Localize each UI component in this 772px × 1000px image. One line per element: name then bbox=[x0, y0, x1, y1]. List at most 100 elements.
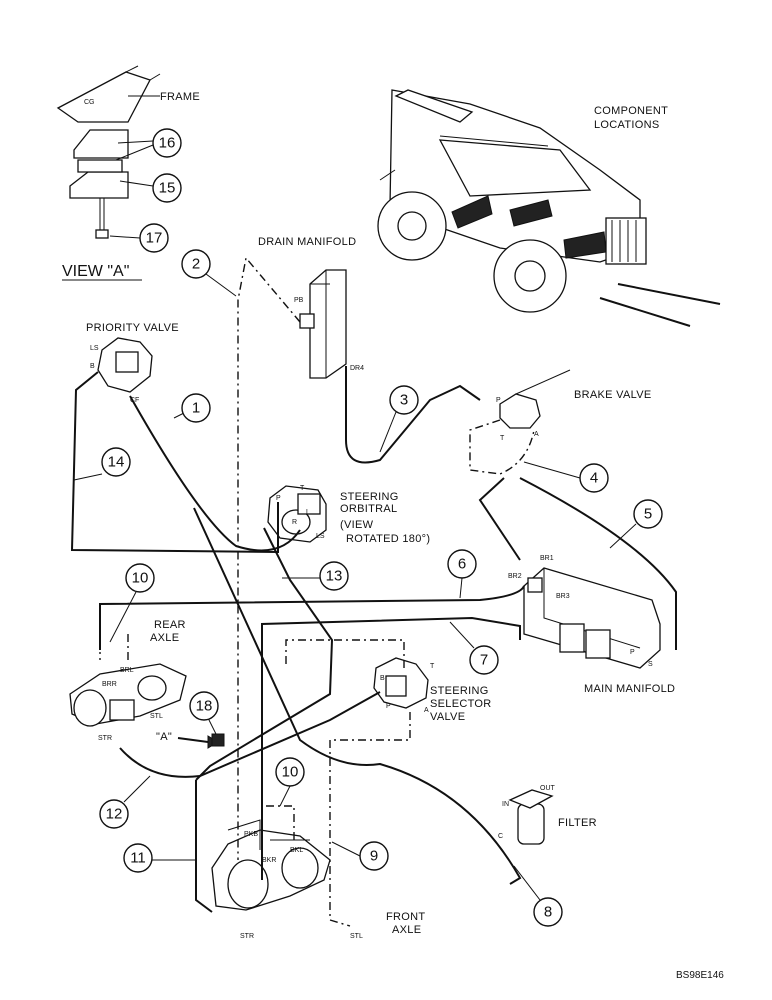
port-out: OUT bbox=[540, 785, 556, 792]
port-brl: BRL bbox=[120, 667, 134, 674]
port-p-selector: P bbox=[386, 703, 391, 710]
main-manifold-label: MAIN MANIFOLD bbox=[584, 683, 675, 695]
hose-12 bbox=[119, 691, 381, 778]
steering-selector-label-1: STEERING bbox=[430, 685, 489, 697]
hose-4 bbox=[469, 419, 535, 475]
frame-plate bbox=[56, 71, 151, 123]
callout-18: 18 bbox=[189, 691, 219, 735]
port-cf: CF bbox=[130, 397, 139, 404]
filter bbox=[508, 789, 554, 845]
svg-text:12: 12 bbox=[106, 806, 123, 823]
port-p-brake: P bbox=[496, 397, 501, 404]
callout-11: 11 bbox=[123, 843, 196, 873]
svg-text:3: 3 bbox=[400, 392, 408, 409]
svg-text:10: 10 bbox=[132, 570, 149, 587]
filter-label: FILTER bbox=[558, 817, 597, 829]
port-p-orbitral: P bbox=[276, 495, 281, 502]
hose-2 bbox=[237, 256, 301, 860]
steering-selector-valve bbox=[373, 657, 429, 709]
rear-axle-label-1: REAR bbox=[154, 619, 186, 631]
port-r-orbitral: R bbox=[292, 519, 297, 526]
callout-8: 8 bbox=[513, 865, 563, 927]
front-axle bbox=[211, 819, 331, 911]
port-in: IN bbox=[502, 801, 509, 808]
hose-6 bbox=[99, 585, 525, 650]
drain-manifold-label: DRAIN MANIFOLD bbox=[258, 236, 356, 248]
callout-3: 3 bbox=[379, 385, 419, 453]
port-str-rear: STR bbox=[98, 735, 112, 742]
port-pkb: PKB bbox=[244, 831, 258, 838]
port-s-main: S bbox=[648, 661, 653, 668]
brake-valve-label: BRAKE VALVE bbox=[574, 389, 651, 401]
hose-3 bbox=[345, 366, 481, 464]
frame-label: FRAME bbox=[160, 91, 200, 103]
hose-8 bbox=[193, 507, 522, 885]
component-locations-label-2: LOCATIONS bbox=[594, 119, 659, 131]
callout-2: 2 bbox=[181, 249, 237, 297]
port-cg: CG bbox=[84, 99, 95, 106]
rear-axle bbox=[69, 663, 187, 727]
port-pb: PB bbox=[294, 297, 304, 304]
svg-text:1: 1 bbox=[192, 400, 200, 417]
callout-9: 9 bbox=[331, 841, 389, 871]
callout-4: 4 bbox=[523, 461, 609, 493]
view-rotated-label-2: ROTATED 180°) bbox=[346, 533, 430, 545]
hoses bbox=[70, 256, 677, 927]
svg-text:18: 18 bbox=[196, 698, 213, 715]
port-b-selector: B bbox=[380, 675, 385, 682]
svg-text:2: 2 bbox=[192, 256, 200, 273]
port-br3: BR3 bbox=[556, 593, 570, 600]
priority-valve-label: PRIORITY VALVE bbox=[86, 322, 179, 334]
svg-text:4: 4 bbox=[590, 470, 598, 487]
callout-6: 6 bbox=[447, 549, 477, 599]
view-a-arrow-label: "A" bbox=[156, 731, 172, 743]
svg-text:7: 7 bbox=[480, 652, 488, 669]
svg-text:11: 11 bbox=[130, 850, 146, 867]
svg-text:9: 9 bbox=[370, 848, 378, 865]
port-t-selector: T bbox=[430, 663, 435, 670]
hose-13 bbox=[195, 527, 334, 781]
drain-manifold bbox=[299, 269, 347, 379]
telehandler-illustration bbox=[377, 89, 721, 327]
callout-10-rear: 10 bbox=[109, 563, 155, 643]
callout-1: 1 bbox=[173, 393, 211, 423]
callout-17: 17 bbox=[139, 223, 169, 253]
front-axle-label-2: AXLE bbox=[392, 924, 421, 936]
steering-selector-label-2: SELECTOR bbox=[430, 698, 492, 710]
svg-text:6: 6 bbox=[458, 556, 466, 573]
brake-valve bbox=[499, 369, 571, 429]
figure-code: BS98E146 bbox=[676, 970, 724, 981]
svg-text:14: 14 bbox=[108, 454, 125, 471]
port-a-selector: A bbox=[424, 707, 429, 714]
port-brr: BRR bbox=[102, 681, 117, 688]
svg-text:16: 16 bbox=[159, 135, 176, 152]
hose-5 bbox=[478, 477, 677, 650]
port-a-brake: A bbox=[534, 431, 539, 438]
mount-bracket-lower bbox=[69, 171, 129, 199]
view-rotated-label-1: (VIEW bbox=[340, 519, 374, 531]
callout-10-front: 10 bbox=[275, 757, 305, 807]
callout-15: 15 bbox=[152, 173, 182, 203]
port-c: C bbox=[498, 833, 503, 840]
hose-1 bbox=[129, 395, 301, 552]
svg-text:10: 10 bbox=[282, 764, 299, 781]
port-dr4: DR4 bbox=[350, 365, 364, 372]
hose-10-rear bbox=[99, 634, 129, 662]
mount-bracket-upper bbox=[73, 129, 129, 159]
port-stl-rear: STL bbox=[150, 713, 163, 720]
hose-clamp-18 bbox=[211, 733, 225, 747]
callout-5: 5 bbox=[609, 499, 663, 549]
steering-orbitral-label-2: ORBITRAL bbox=[340, 503, 397, 515]
callout-7: 7 bbox=[449, 621, 499, 675]
priority-valve bbox=[97, 337, 153, 393]
port-t-brake: T bbox=[500, 435, 505, 442]
steering-orbitral-label-1: STEERING bbox=[340, 491, 399, 503]
svg-text:13: 13 bbox=[326, 568, 343, 585]
port-stl-front: STL bbox=[350, 933, 363, 940]
rear-axle-label-2: AXLE bbox=[150, 632, 179, 644]
hose-7 bbox=[261, 616, 521, 880]
view-a-detail: CG bbox=[56, 65, 161, 239]
steering-selector-label-3: VALVE bbox=[430, 711, 465, 723]
hose-11 bbox=[195, 780, 213, 913]
